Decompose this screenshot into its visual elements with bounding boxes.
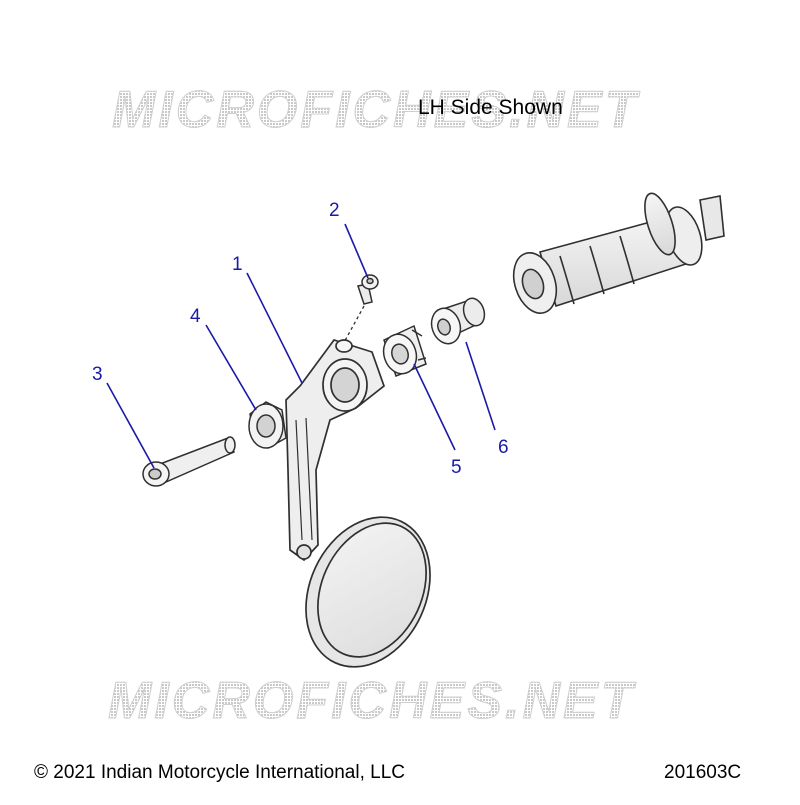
part-6-insert [430,297,486,345]
part-5-nut [382,324,427,377]
part-3-bolt [142,436,236,487]
leader-line-1 [246,272,303,384]
watermark-bottom: MICROFICHES.NET [108,672,637,730]
callout-5: 5 [451,457,462,478]
leader-line-6 [465,341,496,431]
callout-3: 3 [92,364,103,385]
leader-lines [106,223,496,469]
callout-4: 4 [190,306,201,327]
handlebar-grip [512,192,725,314]
part-1-mirror-assembly [285,339,431,668]
leader-line-2 [344,223,369,279]
callout-labels: 1 2 3 4 5 6 [92,200,509,478]
callout-6: 6 [498,437,509,458]
callout-1: 1 [232,254,243,275]
watermark-top: MICROFICHES.NET [112,81,641,139]
leader-line-5 [413,363,456,451]
leader-line-4 [205,324,257,411]
callout-2: 2 [329,200,340,221]
part-4-spacer [248,401,287,449]
diagram-code: 201603C [664,762,742,783]
leader-line-3 [106,382,155,469]
copyright-notice: © 2021 Indian Motorcycle International, … [34,762,405,783]
part-2-screw [357,274,379,305]
view-subtitle: LH Side Shown [418,96,563,119]
